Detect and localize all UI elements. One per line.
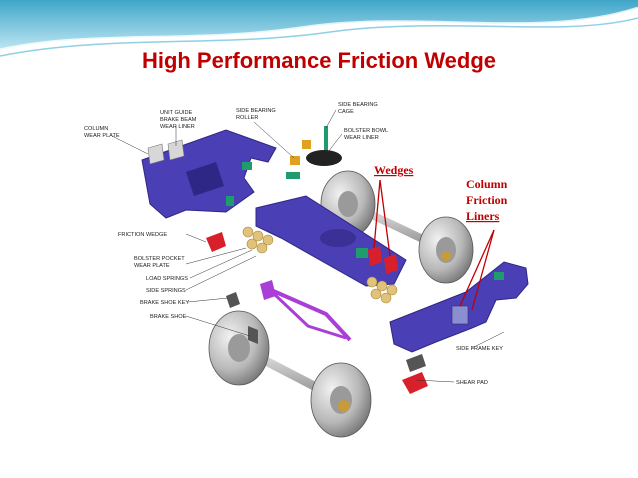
label-side-bearing-cage: SIDE BEARING CAGE: [338, 102, 379, 115]
label-side-bearing-roller: SIDE BEARING ROLLER: [236, 108, 277, 121]
header-wave-decoration: [0, 0, 638, 57]
red-callout-leaders: [373, 179, 495, 311]
label-unit-guide: UNIT GUIDE BRAKE BEAM WEAR LINER: [160, 110, 198, 130]
leader-lines: [111, 109, 505, 383]
right-side-frame: [389, 261, 529, 353]
callout-column-friction-liners: Column Friction Liners: [466, 177, 510, 223]
label-column-wear-plate: COLUMN WEAR PLATE: [84, 126, 120, 139]
left-side-frame: [141, 129, 277, 219]
label-side-frame-key: SIDE FRAME KEY: [456, 346, 503, 352]
front-wheelset: [208, 310, 372, 438]
friction-wedges: [206, 232, 398, 274]
label-shear-pad: SHEAR PAD: [456, 380, 488, 386]
label-bolster-bowl: BOLSTER BOWL WEAR LINER: [344, 128, 390, 141]
small-parts: [147, 126, 428, 394]
brake-beam: [260, 280, 352, 342]
label-friction-wedge: FRICTION WEDGE: [118, 232, 167, 238]
load-springs-left: [242, 226, 274, 254]
bolster: [255, 195, 407, 287]
friction-wedge-exploded: [206, 232, 226, 252]
label-load-springs: LOAD SPRINGS: [146, 276, 188, 282]
label-brake-shoe: BRAKE SHOE: [150, 314, 187, 320]
bogie-exploded-diagram: COLUMN WEAR PLATE UNIT GUIDE BRAKE BEAM …: [84, 102, 529, 438]
label-side-springs: SIDE SPRINGS: [146, 288, 186, 294]
slide-title: High Performance Friction Wedge: [141, 48, 497, 73]
load-springs-right: [366, 276, 398, 304]
callout-wedges: Wedges: [374, 163, 414, 177]
label-brake-shoe-key: BRAKE SHOE KEY: [140, 300, 189, 306]
label-bolster-pocket: BOLSTER POCKET WEAR PLATE: [134, 256, 186, 269]
